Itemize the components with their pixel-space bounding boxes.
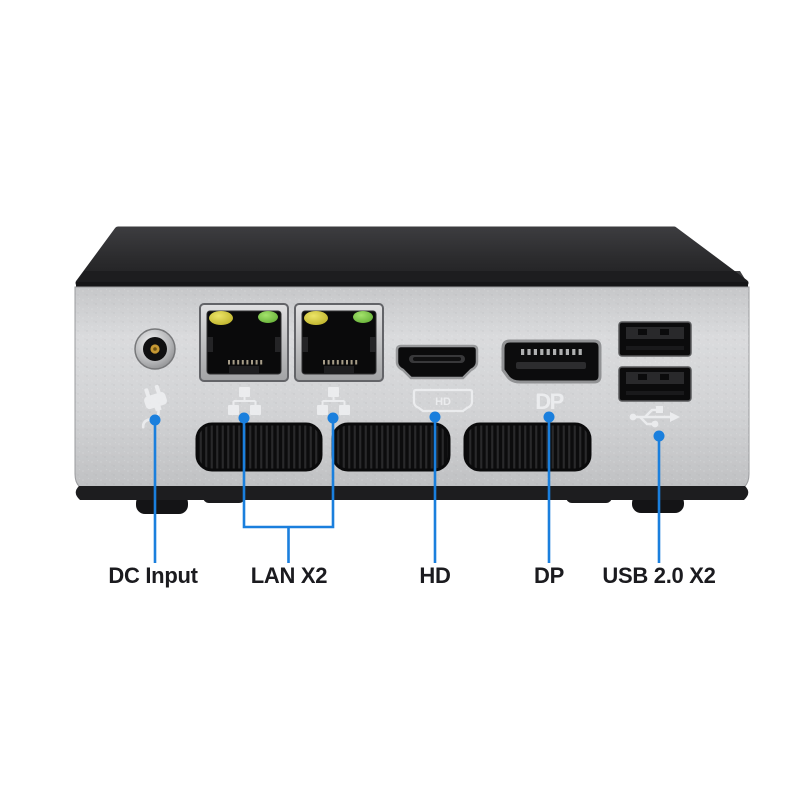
- lan1-led-green: [258, 311, 278, 323]
- vent-grilles: [195, 422, 592, 472]
- usb-port-2: [618, 366, 692, 402]
- lan-port-1: [199, 303, 289, 382]
- lan1-led-yellow: [209, 311, 233, 325]
- lan-port-2: [294, 303, 384, 382]
- device-base-strip: [75, 486, 749, 500]
- label-usb-20-x2: USB 2.0 X2: [602, 563, 716, 588]
- callout-bracket-lan: [242, 418, 335, 563]
- ethernet-icon-2: [317, 387, 350, 415]
- lan2-led-yellow: [304, 311, 328, 325]
- label-dp: DP: [534, 563, 564, 588]
- callout-lines: [149, 411, 665, 563]
- callout-dot-lan2: [327, 412, 339, 424]
- hdmi-icon-text: HD: [435, 396, 451, 408]
- label-hd: HD: [419, 563, 451, 588]
- vent-grille-2: [331, 422, 451, 472]
- vent-grille-1: [195, 422, 323, 472]
- label-dc-input: DC Input: [108, 563, 198, 588]
- usb-port-1: [618, 321, 692, 357]
- lid-front-bevel: [76, 271, 748, 284]
- callout-dot-hd: [429, 411, 441, 423]
- lid-body-seam: [76, 282, 748, 288]
- callout-dot-dc: [149, 414, 161, 426]
- hdmi-icon: HD: [412, 388, 474, 413]
- vent-grille-3: [463, 422, 592, 472]
- callout-dot-lan1: [238, 412, 250, 424]
- displayport-icon: DP: [535, 389, 563, 414]
- dc-jack: [134, 328, 176, 370]
- usb-icon: [629, 406, 680, 428]
- hdmi-port: [395, 344, 479, 380]
- callout-dot-dp: [543, 411, 555, 423]
- label-lan-x2: LAN X2: [250, 563, 328, 588]
- lan2-led-green: [353, 311, 373, 323]
- callout-dot-usb: [653, 430, 665, 442]
- displayport-port: [501, 339, 602, 384]
- ethernet-icon-1: [228, 387, 261, 415]
